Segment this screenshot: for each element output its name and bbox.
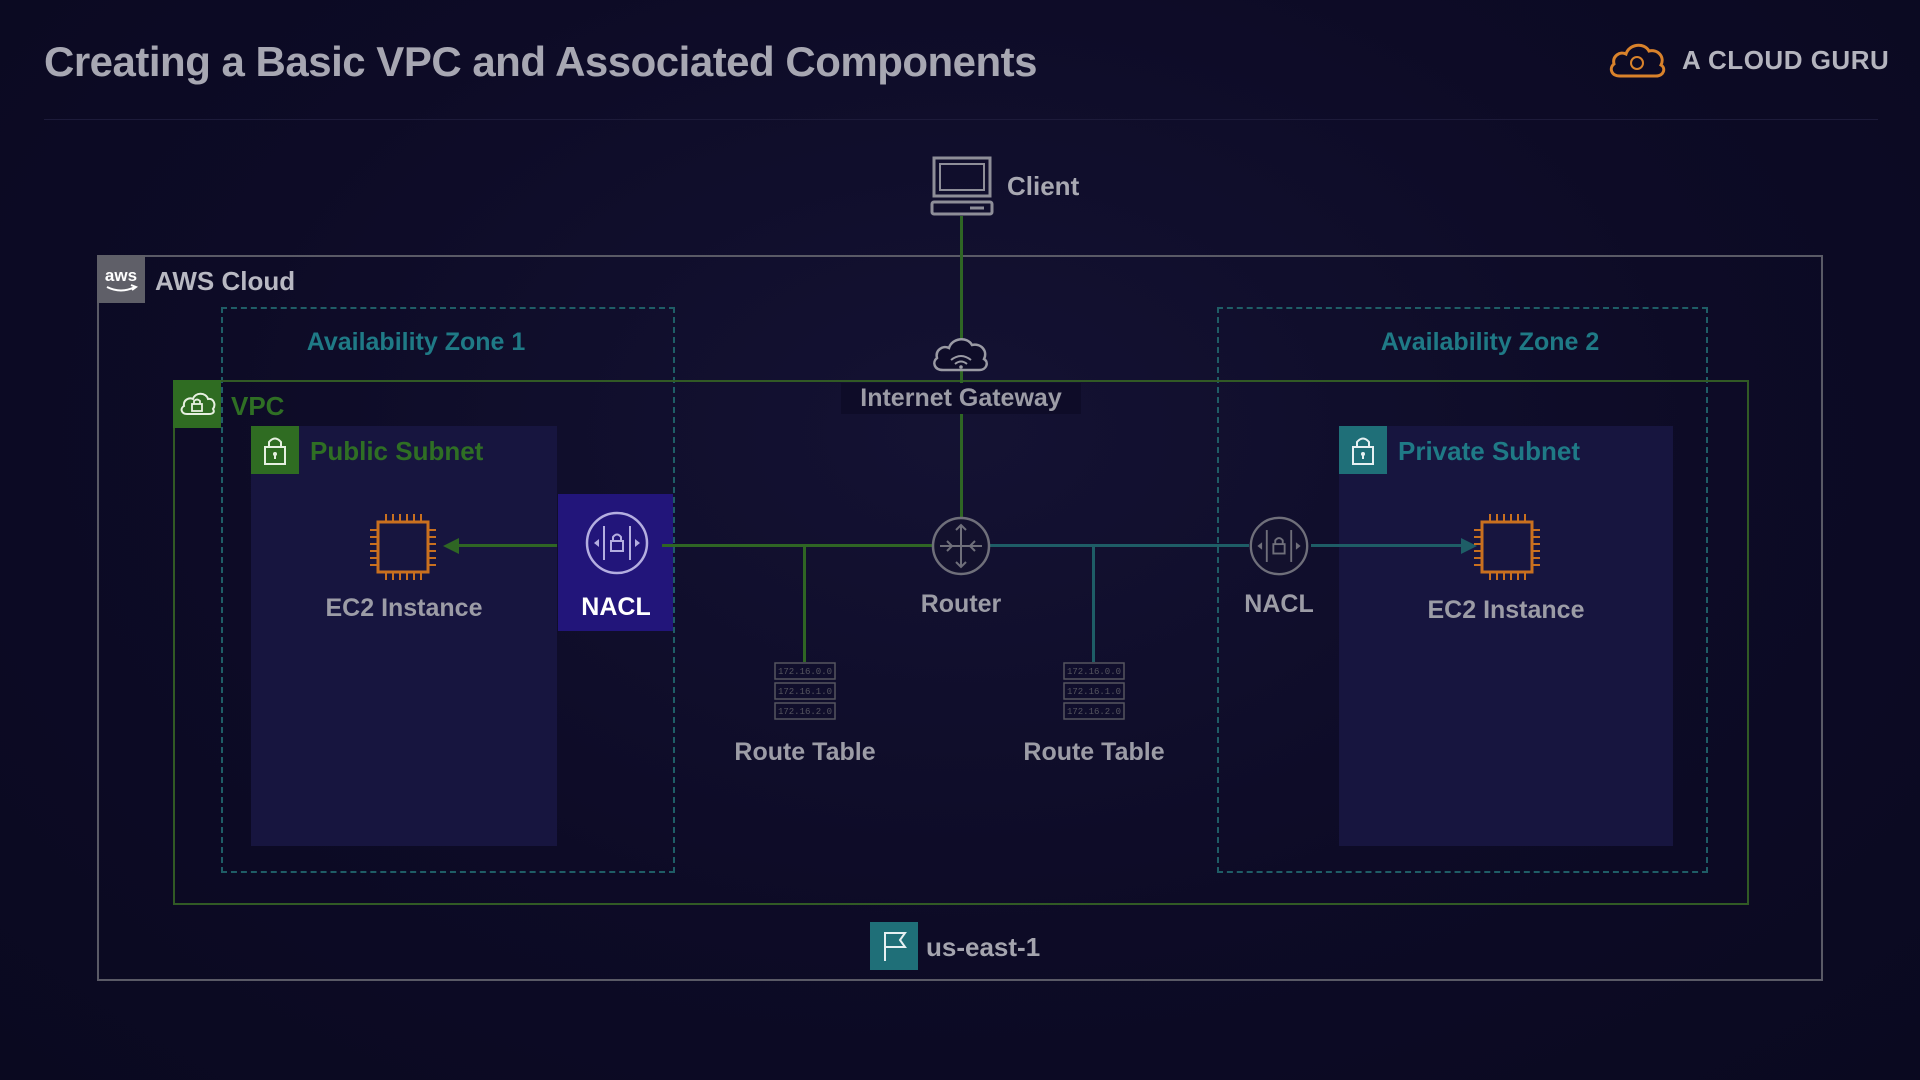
vpc-label: VPC: [231, 391, 285, 421]
route-table-1-line: [803, 546, 806, 662]
title-divider: [44, 119, 1878, 120]
availability-zone-1: [221, 307, 675, 873]
nacl-public-highlight: [558, 494, 673, 631]
client-to-router-line: [960, 216, 963, 546]
route-table-1-label: Route Table: [734, 738, 876, 766]
ec2-private-label: EC2 Instance: [1427, 596, 1585, 624]
client-computer-icon: [930, 156, 994, 216]
router-label: Router: [920, 590, 1002, 618]
client-label: Client: [1007, 171, 1080, 201]
az1-label: Availability Zone 1: [306, 328, 526, 356]
nacl-private-icon: [1249, 516, 1309, 576]
nacl-private-to-ec2-line: [1311, 544, 1461, 547]
brand-name: A CLOUD GURU: [1682, 44, 1890, 75]
route-table-1-row-3: 172.16.2.0: [778, 707, 832, 717]
vpc-cloud-lock-icon: [173, 380, 221, 428]
az2-label: Availability Zone 2: [1380, 328, 1600, 356]
ec2-public-chip-icon: [370, 514, 436, 580]
region-label: us-east-1: [926, 932, 1041, 962]
route-table-2-row-3: 172.16.2.0: [1067, 707, 1121, 717]
nacl-public-label: NACL: [581, 593, 651, 621]
aws-badge-text: aws: [105, 266, 137, 285]
slide-title: Creating a Basic VPC and Associated Comp…: [44, 38, 1038, 85]
route-table-2-label: Route Table: [1023, 738, 1165, 766]
route-table-1-icon: 172.16.0.0 172.16.1.0 172.16.2.0: [774, 662, 836, 720]
aws-cloud-label: AWS Cloud: [155, 266, 296, 296]
nacl-public-to-ec2-line: [455, 544, 557, 547]
route-table-2-row-1: 172.16.0.0: [1067, 667, 1121, 677]
private-subnet: [1339, 426, 1673, 846]
private-subnet-label: Private Subnet: [1398, 436, 1581, 466]
public-subnet-lock-icon: [251, 426, 299, 474]
arrow-to-ec2-private: [1461, 538, 1477, 554]
public-subnet: [251, 426, 557, 846]
router-to-nacl-public-line: [662, 544, 939, 547]
route-table-1-row-2: 172.16.1.0: [778, 687, 832, 697]
arrow-to-ec2-public: [443, 538, 459, 554]
route-table-2-row-2: 172.16.1.0: [1067, 687, 1121, 697]
region-flag-icon: [870, 922, 918, 970]
nacl-private-label: NACL: [1244, 590, 1314, 618]
ec2-public-label: EC2 Instance: [325, 594, 483, 622]
route-table-1-row-1: 172.16.0.0: [778, 667, 832, 677]
brand-logo: A CLOUD GURU: [1606, 38, 1889, 82]
route-table-2-line: [1092, 546, 1095, 662]
nacl-public-icon: [585, 511, 649, 575]
availability-zone-2: [1217, 307, 1708, 873]
private-subnet-lock-icon: [1339, 426, 1387, 474]
internet-gateway-cloud-icon: [933, 338, 988, 372]
internet-gateway-label: Internet Gateway: [841, 383, 1081, 414]
public-subnet-label: Public Subnet: [310, 436, 484, 466]
ec2-private-chip-icon: [1474, 514, 1540, 580]
cloud-logo-icon: [1609, 43, 1666, 78]
aws-logo-icon: aws: [97, 255, 145, 303]
router-icon: [931, 516, 991, 576]
router-to-nacl-private-line: [985, 544, 1249, 547]
route-table-2-icon: 172.16.0.0 172.16.1.0 172.16.2.0: [1063, 662, 1125, 720]
